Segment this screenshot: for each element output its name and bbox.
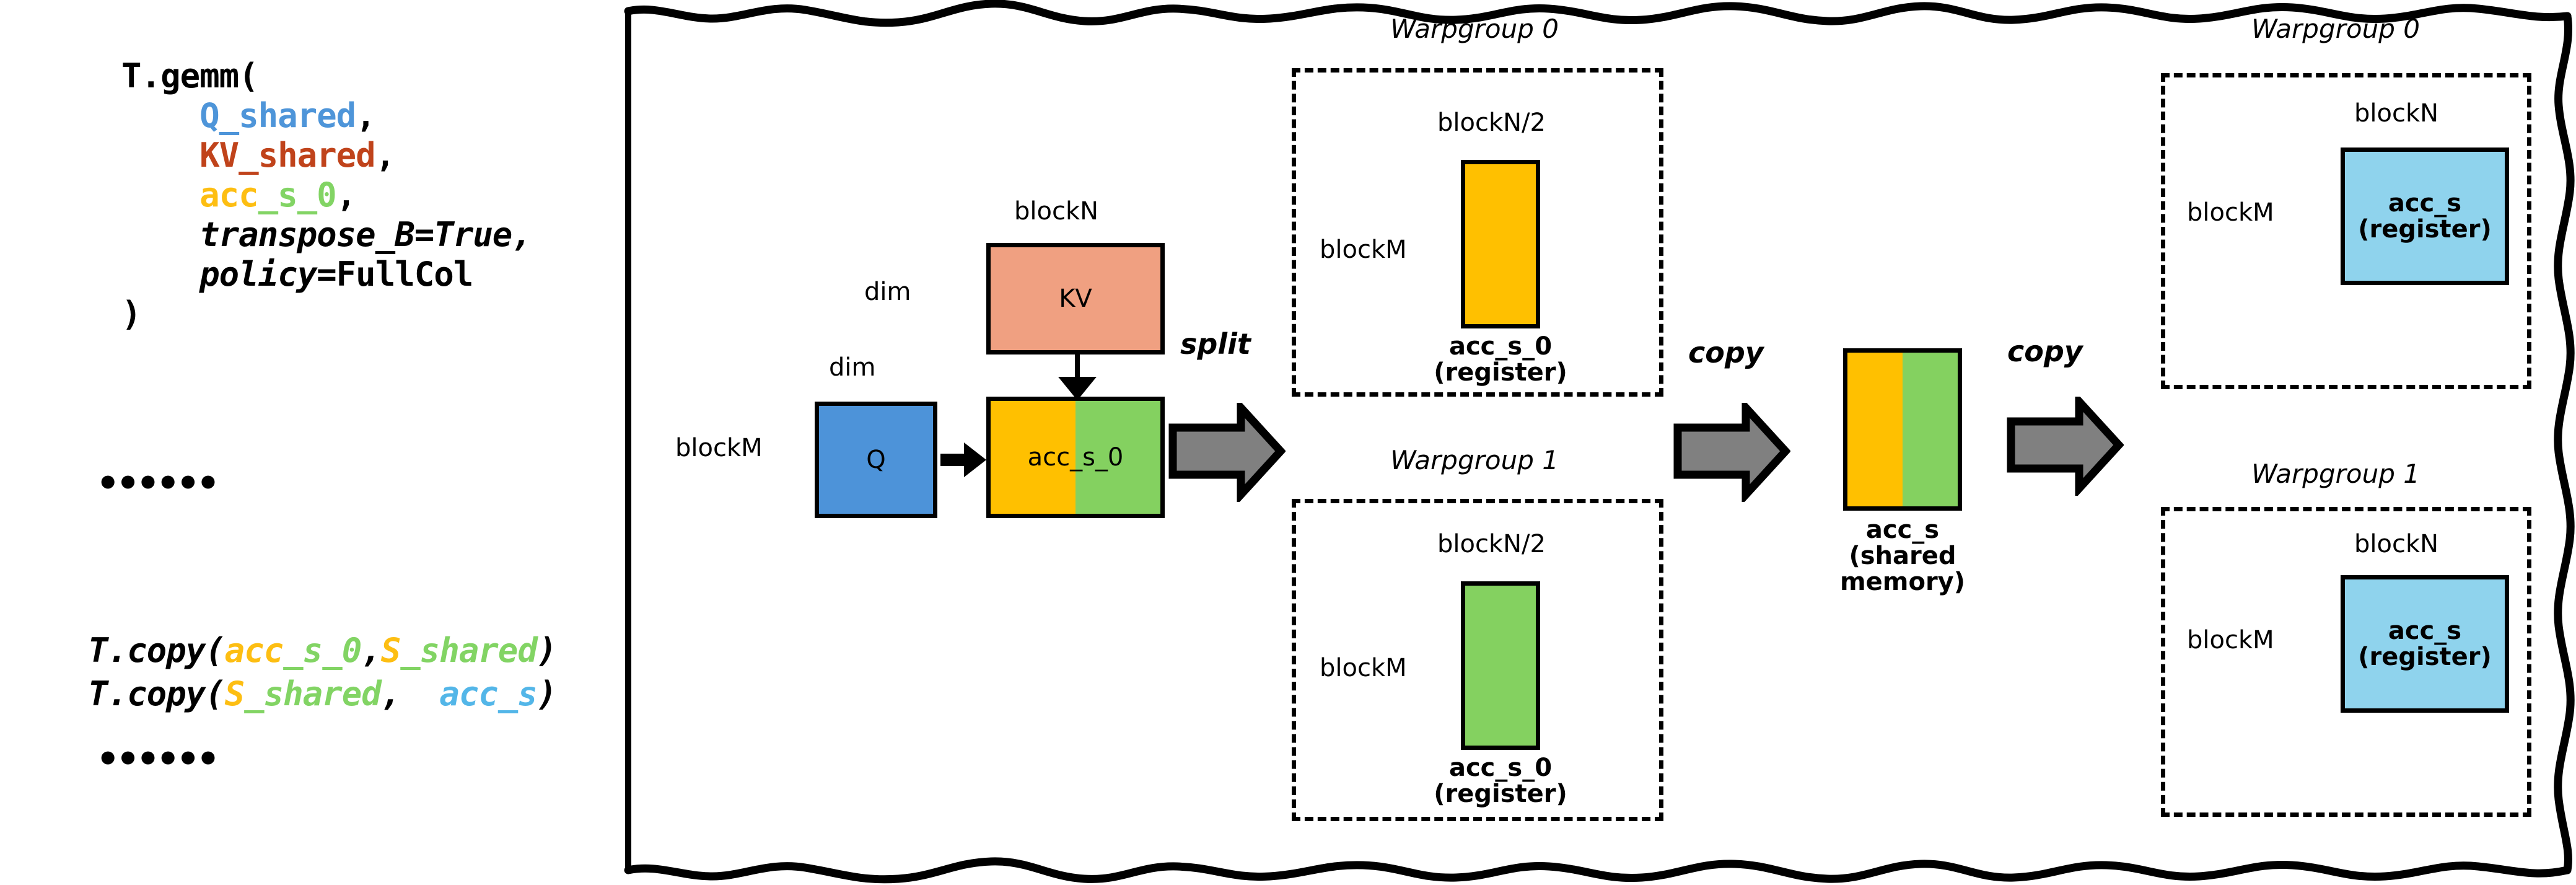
code-line-copy-2: T.copy(S_shared, acc_s) (88, 674, 557, 713)
warpgroup-final-0-left-dim: blockM (2187, 198, 2274, 227)
diagram-frame (624, 0, 2575, 884)
copy-arrow-2-icon (2007, 397, 2124, 496)
code-panel: T.gemm( Q_shared, KV_shared, acc_s_0, tr… (0, 0, 620, 885)
warpgroup-split-0-top-dim: blockN/2 (1437, 108, 1546, 137)
acc-s-shared-caption: acc_s (shared memory) (1839, 516, 1966, 596)
split-label: split (1180, 327, 1251, 361)
code-ellipsis-bottom: •••••• (96, 738, 220, 781)
warpgroup-split-0-region (1292, 68, 1663, 397)
warpgroup-final-1-top-dim: blockN (2354, 530, 2439, 558)
warpgroup-final-0-top-dim: blockN (2354, 99, 2439, 128)
warpgroup-split-0-title: Warpgroup 0 (1390, 14, 1559, 44)
copy-arrow-1-icon (1673, 403, 1790, 502)
warpgroup-split-1-tile (1461, 581, 1540, 750)
warpgroup-final-1-region (2161, 507, 2531, 817)
code-line-copy-1: T.copy(acc_s_0,S_shared) (88, 631, 557, 670)
code-line-acc-s-0: acc_s_0, (199, 175, 356, 214)
warpgroup-final-0-title: Warpgroup 0 (2251, 14, 2420, 44)
q-block: Q (815, 402, 937, 518)
warpgroup-final-0-tile-label: acc_s (register) (2358, 189, 2492, 244)
code-line-transpose-b: transpose_B=True, (121, 215, 532, 254)
warpgroup-split-1-top-dim: blockN/2 (1437, 530, 1546, 558)
warpgroup-split-1-left-dim: blockM (1320, 654, 1407, 682)
acc-s-shared-half-right (1903, 353, 1958, 506)
code-line-policy: policy=FullCol (121, 255, 473, 294)
code-line-gemm-open: T.gemm( (121, 56, 259, 95)
acc-s-0-half-left (991, 401, 1076, 514)
warpgroup-final-1-tile-label: acc_s (register) (2358, 617, 2492, 671)
kv-block-label: KV (1059, 284, 1092, 313)
acc-s-0-half-right (1076, 401, 1160, 514)
gemm-q-dim-label: dim (829, 353, 876, 382)
code-line-gemm-close: ) (121, 294, 142, 333)
gemm-kv-dim-label: dim (864, 278, 911, 306)
acc-s-0-label: acc_s_0 (1027, 443, 1124, 472)
gemm-blockM-label: blockM (675, 434, 763, 462)
q-to-acc-arrow-icon (940, 442, 986, 477)
warpgroup-split-0-tile (1461, 160, 1540, 328)
warpgroup-split-0-caption: acc_s_0 (register) (1434, 332, 1567, 387)
warpgroup-split-1-caption: acc_s_0 (register) (1434, 754, 1567, 808)
acc-s-0-block: acc_s_0 (986, 397, 1165, 518)
code-ellipsis-top: •••••• (96, 462, 220, 505)
split-arrow-icon (1168, 403, 1286, 502)
q-block-label: Q (866, 446, 886, 474)
warpgroup-final-1-left-dim: blockM (2187, 626, 2274, 654)
warpgroup-split-1-region (1292, 499, 1663, 821)
warpgroup-final-0-region (2161, 73, 2531, 389)
gemm-blockN-label: blockN (1014, 197, 1099, 226)
warpgroup-split-0-left-dim: blockM (1320, 236, 1407, 264)
warpgroup-final-0-tile: acc_s (register) (2341, 148, 2509, 285)
copy-label-2: copy (2007, 335, 2083, 368)
kv-to-acc-arrow-icon (1058, 352, 1097, 400)
copy-label-1: copy (1688, 336, 1764, 369)
warpgroup-final-1-tile: acc_s (register) (2341, 575, 2509, 713)
warpgroup-final-1-title: Warpgroup 1 (2251, 459, 2420, 489)
acc-s-shared-half-left (1847, 353, 1903, 506)
acc-s-shared-block (1843, 348, 1962, 511)
code-line-q-shared: Q_shared, (199, 96, 376, 135)
warpgroup-split-1-title: Warpgroup 1 (1390, 445, 1559, 475)
kv-block: KV (986, 243, 1165, 354)
code-line-kv-shared: KV_shared, (199, 136, 395, 175)
